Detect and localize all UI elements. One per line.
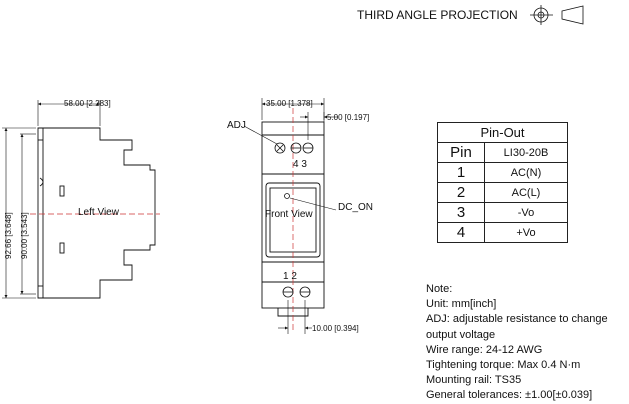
pinout-row: 2 AC(L) (437, 182, 568, 203)
front-view-bottom-offset-text: 10.00 [0.394] (312, 324, 359, 333)
dc-on-leader-line (289, 197, 337, 211)
adj-leader-line (243, 125, 278, 145)
note-line: output voltage (426, 328, 496, 341)
pinout-value: AC(L) (484, 182, 568, 203)
note-line: Tightening torque: Max 0.4 N·m (426, 359, 581, 372)
adj-label: ADJ (227, 120, 246, 131)
note-line: General tolerances: ±1.00[±0.039] (426, 389, 593, 402)
pinout-pin: 3 (437, 202, 485, 223)
terminal-screw-3-icon (302, 142, 314, 154)
pinout-table: Pin-Out Pin LI30-20B 1 AC(N) 2 AC(L) 3 -… (437, 122, 568, 243)
top-terminal-labels: 4 3 (293, 159, 307, 170)
left-view-height-dimensions (2, 127, 36, 299)
pinout-pin: 2 (437, 182, 485, 203)
pinout-title: Pin-Out (437, 122, 568, 143)
left-view-height-outer-text: 92.66 [3.648] (4, 212, 13, 259)
front-view-top-offset-dimension (300, 112, 338, 140)
terminal-screw-4-icon (290, 142, 302, 154)
notes-block: Note: Unit: mm[inch] ADJ: adjustable res… (426, 282, 608, 404)
adj-potentiometer-icon (274, 142, 286, 154)
left-view-width-text: 58.00 [2.283] (64, 99, 111, 108)
pinout-row: 3 -Vo (437, 202, 568, 223)
front-view-top-offset-text: 5.00 [0.197] (327, 113, 369, 122)
projection-label: THIRD ANGLE PROJECTION (357, 8, 518, 22)
dc-on-led-icon (284, 193, 290, 199)
pinout-value: -Vo (484, 202, 568, 223)
pinout-row: 1 AC(N) (437, 162, 568, 183)
dc-on-label: DC_ON (338, 202, 373, 213)
pinout-col-model: LI30-20B (484, 142, 568, 163)
projection-symbol-icon (530, 5, 584, 25)
terminal-screw-1-icon (282, 286, 294, 298)
front-view-label: Front View (265, 209, 313, 220)
terminal-screw-2-icon (299, 286, 311, 298)
note-line: Note: (426, 283, 453, 295)
note-line: ADJ: adjustable resistance to change (426, 313, 608, 326)
front-view-width-text: 35.00 [1.378] (266, 99, 313, 108)
note-line: Mounting rail: TS35 (426, 374, 522, 387)
bottom-terminal-labels: 1 2 (283, 271, 297, 282)
left-view-label: Left View (78, 207, 120, 218)
pinout-value: AC(N) (484, 162, 568, 183)
left-view-width-dimension (37, 100, 101, 126)
front-view-bottom-offset-dimension (278, 300, 312, 334)
pinout-pin: 4 (437, 222, 485, 243)
pinout-value: +Vo (484, 222, 568, 243)
pinout-col-pin: Pin (437, 142, 485, 163)
pinout-pin: 1 (437, 162, 485, 183)
pinout-row: 4 +Vo (437, 222, 568, 243)
note-line: Wire range: 24-12 AWG (426, 343, 543, 356)
left-view-outline (37, 127, 156, 299)
note-line: Unit: mm[inch] (426, 298, 497, 311)
left-view-height-inner-text: 90.00 [3.543] (20, 212, 29, 259)
